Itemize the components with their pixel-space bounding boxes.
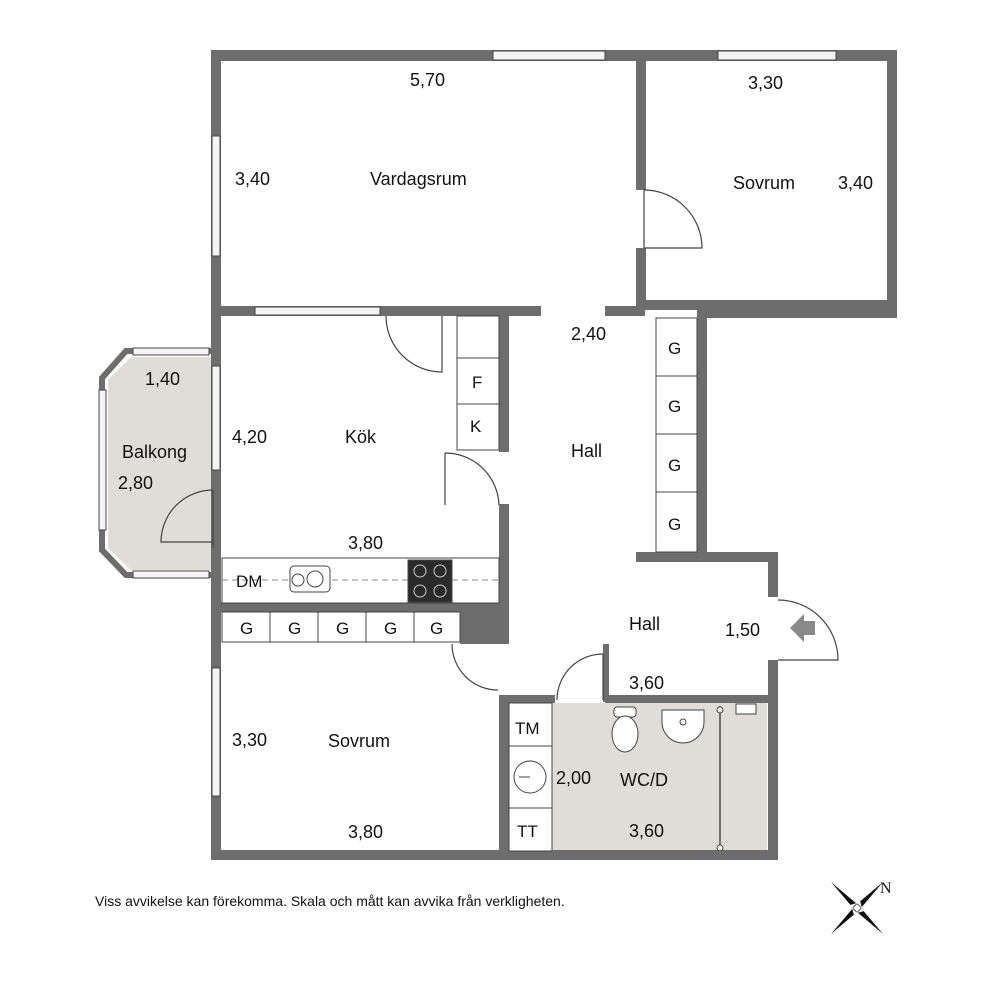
balcony-floor bbox=[108, 357, 213, 570]
entry-arrow-icon bbox=[790, 614, 815, 642]
hall-lower-depth: 1,50 bbox=[725, 620, 760, 640]
wardrobe-label: G bbox=[288, 619, 301, 638]
door-swings bbox=[160, 189, 839, 701]
wardrobe-label: G bbox=[240, 619, 253, 638]
wc-floor bbox=[552, 703, 767, 851]
wardrobe-label: G bbox=[668, 339, 681, 358]
kitchen-counter bbox=[221, 557, 500, 604]
disclaimer-text: Viss avvikelse kan förekomma. Skala och … bbox=[95, 893, 565, 909]
balkong-depth: 2,80 bbox=[118, 473, 153, 493]
balkong-width: 1,40 bbox=[145, 369, 180, 389]
bedroom-wardrobes bbox=[221, 611, 461, 643]
hall-lower-width: 3,60 bbox=[629, 673, 664, 693]
sovrum-top-name: Sovrum bbox=[733, 173, 795, 193]
sovrum-top-width: 3,30 bbox=[748, 73, 783, 93]
fridge-label: F bbox=[472, 373, 482, 392]
hall-upper-width: 2,40 bbox=[571, 324, 606, 344]
fridge-units bbox=[456, 315, 500, 451]
kok-depth: 4,20 bbox=[232, 427, 267, 447]
freezer-label: K bbox=[470, 417, 482, 436]
sovrum-bottom-width: 3,80 bbox=[348, 822, 383, 842]
hall-upper-name: Hall bbox=[571, 441, 602, 461]
wc-name: WC/D bbox=[620, 770, 668, 790]
compass-north-label: N bbox=[880, 880, 892, 897]
sovrum-bottom-name: Sovrum bbox=[328, 731, 390, 751]
compass-icon bbox=[831, 882, 883, 934]
stove-icon bbox=[407, 559, 453, 603]
kok-width: 3,80 bbox=[348, 533, 383, 553]
wardrobe-label: G bbox=[668, 397, 681, 416]
vardagsrum-depth: 3,40 bbox=[235, 169, 270, 189]
sovrum-bottom-depth: 3,30 bbox=[232, 730, 267, 750]
washbasin-icon bbox=[661, 709, 705, 744]
vardagsrum-width: 5,70 bbox=[410, 70, 445, 90]
hall-wardrobes bbox=[655, 317, 698, 553]
wardrobe-label: G bbox=[668, 515, 681, 534]
wardrobe-label: G bbox=[336, 619, 349, 638]
wardrobe-label: G bbox=[430, 619, 443, 638]
windows bbox=[98, 50, 837, 797]
tt-label: TT bbox=[517, 822, 538, 841]
wc-fixtures bbox=[508, 702, 757, 852]
balkong-name: Balkong bbox=[122, 442, 187, 462]
wardrobe-label: G bbox=[668, 456, 681, 475]
sovrum-top-depth: 3,40 bbox=[838, 173, 873, 193]
wc-width: 3,60 bbox=[629, 821, 664, 841]
dm-label: DM bbox=[236, 572, 262, 591]
kok-name: Kök bbox=[345, 427, 377, 447]
vardagsrum-name: Vardagsrum bbox=[370, 169, 467, 189]
hall-lower-name: Hall bbox=[629, 614, 660, 634]
wc-depth: 2,00 bbox=[556, 768, 591, 788]
wardrobe-label: G bbox=[384, 619, 397, 638]
tm-label: TM bbox=[515, 719, 540, 738]
sink-icon bbox=[289, 565, 331, 593]
